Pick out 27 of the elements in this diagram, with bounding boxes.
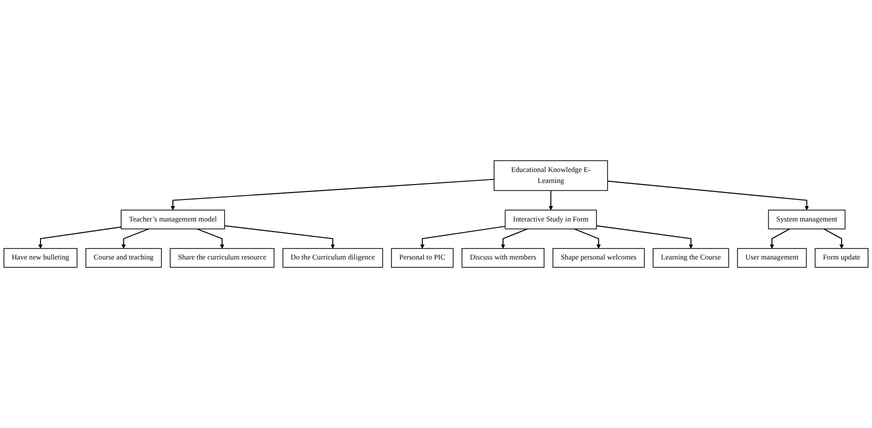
node-box [494,160,608,191]
node-box [85,248,162,268]
arrow [196,228,224,249]
arrow [607,180,809,210]
node-box [504,210,597,230]
node-box [282,248,384,268]
arrow [548,190,553,210]
node-box [737,248,807,268]
node-box [462,248,544,268]
node-box [652,248,730,268]
node-box [814,248,868,268]
arrow [823,228,844,249]
node-box [768,210,846,230]
arrow [574,228,601,249]
arrow [420,226,506,249]
arrow [224,225,335,249]
node-box [170,248,274,268]
arrow [170,178,495,210]
arrow [38,226,122,249]
arrow [596,225,694,249]
arrow [121,228,150,249]
node-box [4,248,78,268]
arrow [770,228,790,249]
node-box [120,210,225,230]
arrow [500,228,528,249]
node-box [552,248,645,268]
node-box [391,248,454,268]
